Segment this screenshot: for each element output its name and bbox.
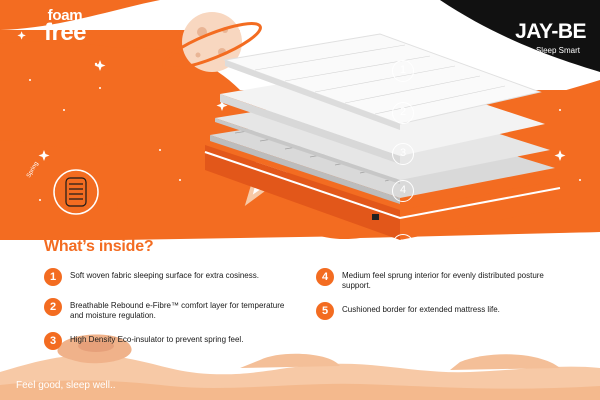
feature-text: Cushioned border for extended mattress l… [342, 305, 500, 314]
layer-marker-5: 5 [392, 234, 414, 256]
feature-item-3: 3 High Density Eco-insulator to prevent … [44, 332, 314, 350]
feature-item-4: 4 Medium feel sprung interior for evenly… [316, 268, 546, 291]
moon-surface [0, 334, 600, 400]
mattress-illustration [204, 33, 561, 240]
brand-logo: JAY-BE Sleep Smart [476, 20, 586, 55]
feature-text: Medium feel sprung interior for evenly d… [342, 271, 544, 290]
feature-item-1: 1 Soft woven fabric sleeping surface for… [44, 268, 314, 286]
feature-number: 4 [316, 268, 334, 286]
brand-name: JAY-BE [515, 20, 586, 43]
feature-item-2: 2 Breathable Rebound e-Fibre™ comfort la… [44, 298, 294, 321]
feature-number: 5 [316, 302, 334, 320]
layer-marker-1: 1 [392, 60, 414, 82]
feature-text: Soft woven fabric sleeping surface for e… [70, 271, 259, 280]
feature-number: 3 [44, 332, 62, 350]
footer-tagline: Feel good, sleep well.. [16, 380, 116, 391]
feature-item-5: 5 Cushioned border for extended mattress… [316, 302, 556, 320]
feature-number: 2 [44, 298, 62, 316]
foam-free-badge: foam free [30, 4, 100, 54]
layer-marker-4: 4 [392, 180, 414, 202]
layer-marker-3: 3 [392, 143, 414, 165]
badge-line-1: foam [47, 7, 83, 24]
layer-marker-2: 2 [392, 102, 414, 124]
feature-text: High Density Eco-insulator to prevent sp… [70, 335, 244, 344]
brand-tagline: Sleep Smart [535, 46, 580, 55]
planet-icon [162, 12, 262, 72]
badge-line-2: free [43, 19, 87, 46]
section-title: What’s inside? [44, 238, 154, 255]
feature-number: 1 [44, 268, 62, 286]
feature-text: Breathable Rebound e-Fibre™ comfort laye… [70, 301, 285, 320]
spring-badge [53, 169, 99, 215]
